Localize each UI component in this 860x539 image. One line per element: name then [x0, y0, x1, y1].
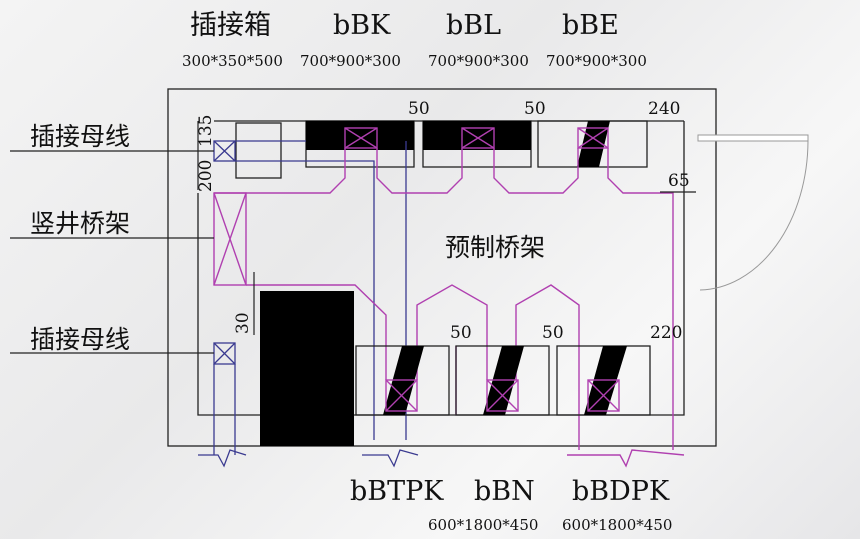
label-shaft-tray: 竖井桥架 — [30, 209, 130, 238]
label-prefab-tray: 预制桥架 — [445, 233, 545, 262]
dim-bottom-gap1: 50 — [450, 323, 472, 343]
label-bBL: bBL — [446, 10, 501, 41]
dim-right-gap: 65 — [668, 171, 690, 191]
plug-box — [235, 122, 282, 179]
dim-left-135: 135 — [196, 115, 216, 147]
cabinet-bBK — [305, 120, 415, 168]
label-bBK: bBK — [333, 10, 391, 41]
size-bBL: 700*900*300 — [428, 52, 529, 70]
door — [697, 134, 809, 291]
size-bBK: 700*900*300 — [300, 52, 401, 70]
plug-busbar-box-bottom — [198, 342, 419, 468]
transformer-block — [260, 291, 354, 446]
label-bBE: bBE — [562, 10, 619, 41]
dim-left-200: 200 — [196, 160, 216, 192]
dim-top-gap2: 50 — [524, 99, 546, 119]
dim-bottom-gap2: 50 — [542, 323, 564, 343]
cabinet-bBL — [422, 120, 532, 168]
label-plug-box: 插接箱 — [190, 10, 271, 41]
label-bBTPK: bBTPK — [350, 476, 444, 507]
size-plug-box: 300*350*500 — [182, 52, 283, 70]
size-bBE: 700*900*300 — [546, 52, 647, 70]
room-outline — [167, 88, 717, 447]
dim-left-30: 30 — [233, 312, 253, 334]
busbar-crossbox-bottom — [385, 379, 620, 412]
dim-bottom-right: 220 — [650, 323, 682, 343]
size-bBTPK: 600*1800*450 — [428, 516, 538, 534]
size-bBDPK: 600*1800*450 — [562, 516, 672, 534]
leader-lines — [10, 121, 696, 354]
prefab-tray-path — [214, 148, 674, 450]
label-plug-busbar-bottom: 插接母线 — [30, 325, 130, 354]
label-plug-busbar-top: 插接母线 — [30, 122, 130, 151]
label-bBDPK: bBDPK — [572, 476, 670, 507]
break-line-right — [567, 449, 685, 468]
label-bBN: bBN — [474, 476, 535, 507]
busbar-crossbox-top — [344, 127, 609, 149]
dim-top-gap1: 50 — [408, 99, 430, 119]
dim-top-right: 240 — [648, 99, 680, 119]
